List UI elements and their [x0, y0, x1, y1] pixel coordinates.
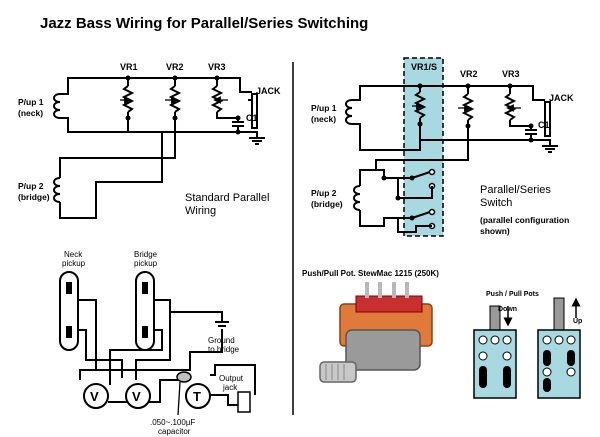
series-caption-line2: Switch [480, 197, 512, 209]
right-pup2-label: P/up 2 [311, 188, 337, 198]
pot3-label: T [193, 389, 201, 404]
series-note-line2: shown) [480, 226, 510, 236]
pictorial-wiring: Neck pickup Bridge pickup Ground to brid… [59, 250, 256, 436]
push-pull-pot-photo [319, 282, 433, 383]
capacitor-sublabel: capacitor [158, 427, 191, 436]
output-jack-label: Output [219, 374, 244, 383]
neck-pickup-label: Neck [64, 250, 83, 259]
neck-pickup-sublabel: pickup [62, 259, 86, 268]
switch-up-diagram: Up [537, 297, 582, 399]
vr1s-label: VR1/S [411, 62, 437, 72]
right-vr2-label: VR2 [460, 69, 478, 79]
vr1-resistor-icon [121, 85, 135, 113]
right-c1-label: C1 [538, 120, 550, 130]
right-vr2-resistor-icon [461, 93, 475, 121]
bridge-pickup-label: Bridge [134, 250, 158, 259]
up-label: Up [573, 318, 582, 325]
output-jack-sublabel: jack [222, 383, 238, 392]
pup1-sublabel: (neck) [18, 108, 43, 118]
page-title: Jazz Bass Wiring for Parallel/Series Swi… [40, 15, 368, 32]
parallel-series-schematic: VR1/S VR2 VR3 JACK C1 P/up 1 (neck) P/up… [311, 57, 574, 237]
pot-model-label: Push/Pull Pot. StewMac 1215 (250K) [302, 269, 439, 278]
output-jack-icon [237, 391, 251, 413]
down-label: Down [498, 306, 517, 313]
switch-pole1 [411, 171, 431, 179]
right-jack-icon [544, 101, 551, 137]
pup1-label: P/up 1 [18, 97, 44, 107]
jack-icon [251, 93, 258, 129]
vr2-resistor-icon [168, 85, 182, 113]
push-pull-section: Push/Pull Pot. StewMac 1215 (250K) Push … [302, 269, 582, 399]
right-pup1-sublabel: (neck) [311, 114, 336, 124]
standard-caption-line1: Standard Parallel [185, 192, 269, 204]
right-pickup2-coil-icon [353, 185, 361, 211]
switch-box [403, 57, 444, 237]
vr2-label: VR2 [166, 62, 184, 72]
pickup2-coil-icon [53, 177, 61, 203]
right-vr3-resistor-icon [503, 93, 517, 121]
tone-pot-icon [185, 383, 211, 409]
ground-bridge-sublabel: to bridge [208, 345, 240, 354]
capacitor-icon [176, 371, 192, 383]
volume-pot-1-icon [83, 383, 109, 409]
pup2-label: P/up 2 [18, 181, 44, 191]
vr1-label: VR1 [120, 62, 138, 72]
bridge-pickup-sublabel: pickup [134, 259, 158, 268]
pot1-label: V [90, 389, 99, 404]
vr3-resistor-icon [210, 85, 224, 113]
volume-pot-2-icon [125, 383, 151, 409]
switch-pole2 [411, 211, 431, 219]
pots-title: Push / Pull Pots [486, 291, 539, 298]
standard-caption-line2: Wiring [185, 205, 216, 217]
right-pickup1-coil-icon [345, 99, 353, 125]
right-pup2-sublabel: (bridge) [311, 199, 343, 209]
switch-down-diagram: Down [473, 305, 517, 399]
series-caption-line1: Parallel/Series [480, 184, 551, 196]
series-note-line1: (parallel configuration [480, 215, 569, 225]
capacitor-label: .050~.100µF [150, 418, 195, 427]
pup2-sublabel: (bridge) [18, 192, 50, 202]
right-pup1-label: P/up 1 [311, 103, 337, 113]
pickup1-coil-icon [53, 93, 61, 119]
standard-parallel-schematic: VR1 VR2 VR3 JACK C1 P/up 1 (neck) P/up 2… [18, 62, 281, 219]
right-jack-label: JACK [549, 93, 574, 103]
jack-label: JACK [256, 86, 281, 96]
right-vr3-label: VR3 [502, 69, 520, 79]
neck-pickup-icon [59, 271, 79, 351]
pot2-label: V [132, 389, 141, 404]
vr3-label: VR3 [208, 62, 226, 72]
